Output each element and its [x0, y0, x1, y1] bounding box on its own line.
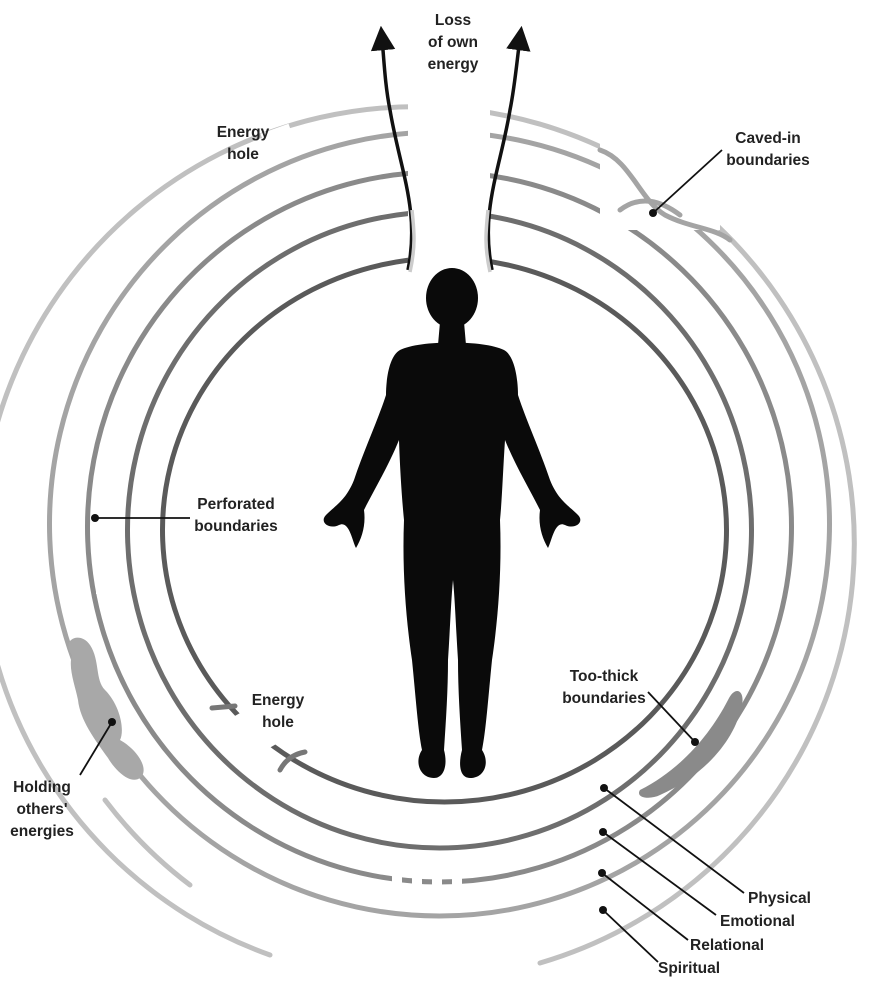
label-too-thick-boundaries: Too-thick boundaries: [562, 668, 646, 707]
label-loss-line1: Loss: [435, 12, 471, 29]
arrow-icon: [488, 38, 520, 270]
label-holding-line1: Holding: [13, 779, 71, 796]
label-perforated-line2: boundaries: [194, 518, 278, 535]
label-holding-line2: others': [16, 801, 67, 818]
caved-in-mask: [600, 130, 720, 230]
too-thick-blob: [639, 691, 743, 798]
label-caved-line2: boundaries: [726, 152, 810, 169]
layer-label-relational: Relational: [690, 937, 764, 954]
label-energy-hole-inner-line2: hole: [262, 714, 294, 731]
label-loss-line3: energy: [428, 56, 479, 73]
layer-label-spiritual: Spiritual: [658, 960, 720, 977]
label-perforated-boundaries: Perforated boundaries: [194, 496, 278, 535]
human-silhouette-icon: [324, 268, 581, 778]
label-perforated-line1: Perforated: [197, 496, 275, 513]
label-holding-line3: energies: [10, 823, 74, 840]
layer-label-emotional: Emotional: [720, 913, 795, 930]
label-caved-in-boundaries: Caved-in boundaries: [726, 130, 810, 169]
label-loss-of-own-energy: Loss of own energy: [428, 12, 479, 73]
label-caved-line1: Caved-in: [735, 130, 800, 147]
label-loss-line2: of own: [428, 34, 478, 51]
label-energy-hole-top-line1: Energy: [217, 124, 270, 141]
label-too-thick-line1: Too-thick: [570, 668, 639, 685]
label-energy-hole-inner-line1: Energy: [252, 692, 305, 709]
top-gap-mask: [408, 80, 490, 275]
label-holding-others-energies: Holding others' energies: [10, 779, 74, 840]
label-too-thick-line2: boundaries: [562, 690, 646, 707]
layer-label-physical: Physical: [748, 890, 811, 907]
label-energy-hole-top-line2: hole: [227, 146, 259, 163]
arrow-icon: [382, 38, 412, 270]
holding-energies-blob: [68, 638, 143, 780]
leader-dots: [91, 209, 699, 914]
